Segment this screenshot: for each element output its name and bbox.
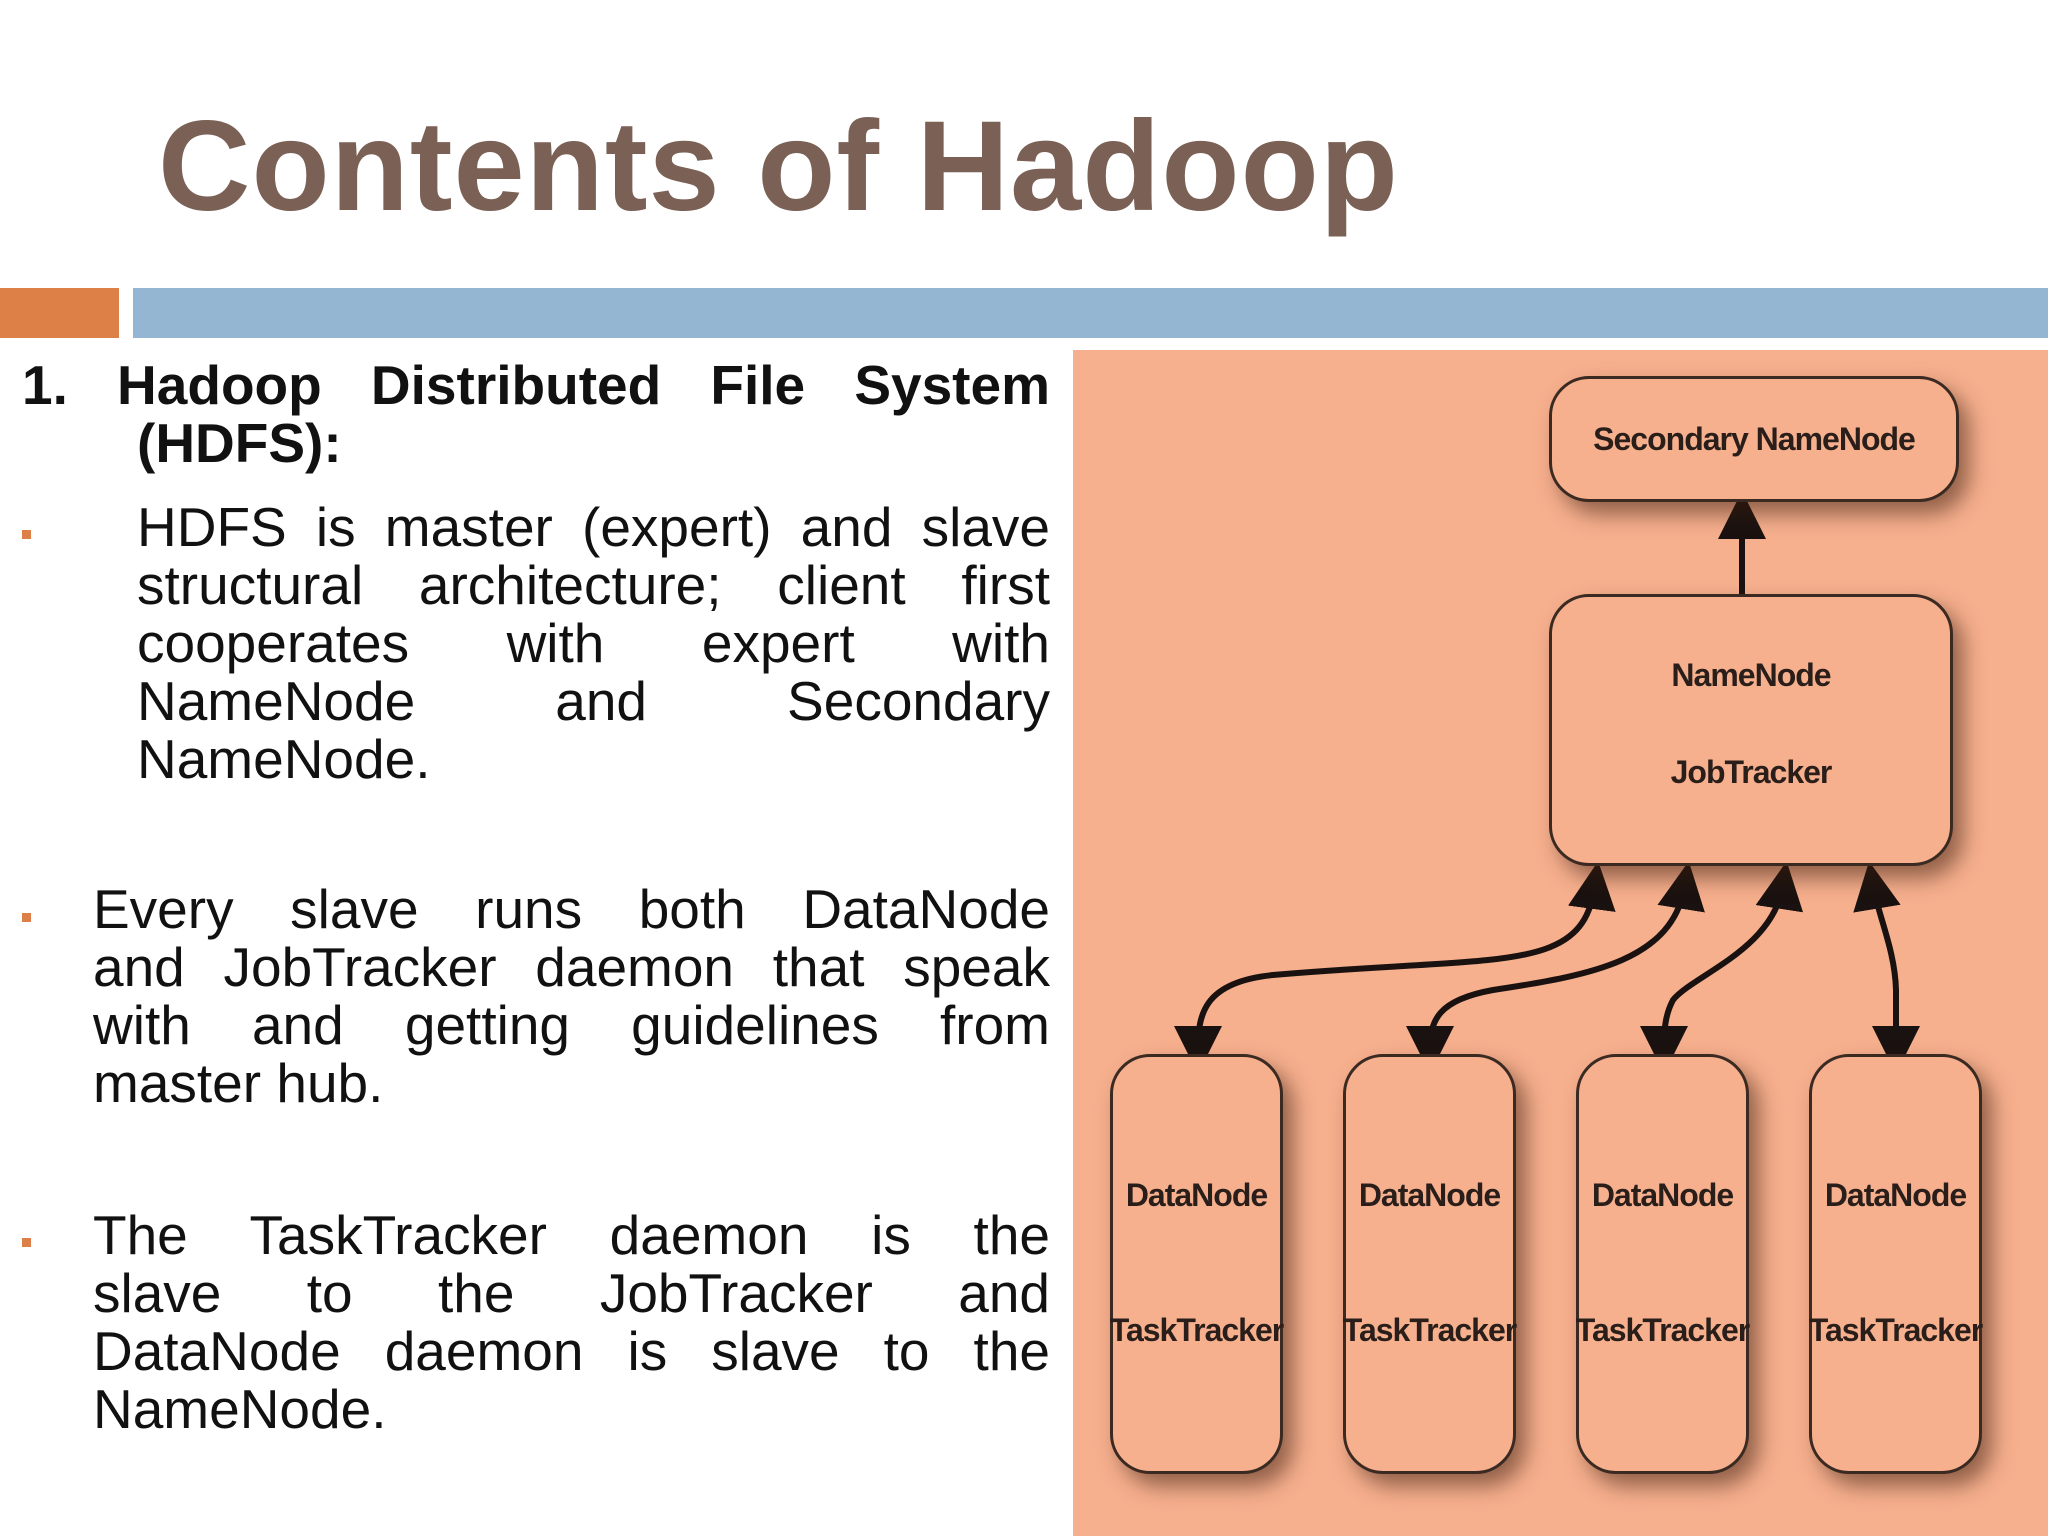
bullet-paragraph-1: HDFS is master (expert) and slave struct… [137, 498, 1050, 788]
bullet-1-line: HDFS is master (expert) and slave [137, 496, 1050, 558]
datanode-label: DataNode [1824, 1177, 1967, 1213]
tasktracker-label: TaskTracker [1575, 1312, 1750, 1348]
worker-node-2: DataNode TaskTracker [1342, 1054, 1517, 1474]
datanode-label: DataNode [1358, 1177, 1501, 1213]
bullet-paragraph-2: Every slave runs both DataNode and JobTr… [93, 880, 1050, 1112]
bullet-2-line: Every slave runs both DataNode [93, 878, 1050, 940]
bullet-3-line: NameNode. [93, 1378, 387, 1440]
namenode-to-worker-3-arrow [1640, 861, 1804, 1074]
accent-bar-orange [0, 288, 119, 338]
bullet-3-line: DataNode daemon is slave to the [93, 1320, 1050, 1382]
datanode-label: DataNode [1125, 1177, 1268, 1213]
bullet-1-line: NameNode and Secondary [137, 670, 1050, 732]
bullet-1-line: structural architecture; client first [137, 554, 1050, 616]
bullet-3-line: slave to the JobTracker and [93, 1262, 1050, 1324]
namenode-label: NameNode [1671, 657, 1831, 693]
slide-title: Contents of Hadoop [158, 95, 1399, 238]
namenode-to-worker-4-arrow [1853, 861, 1920, 1074]
bullet-marker-icon [22, 530, 31, 539]
namenode-to-worker-2-arrow [1406, 861, 1705, 1074]
tasktracker-label: TaskTracker [1109, 1312, 1284, 1348]
section-heading-continued: (HDFS): [137, 412, 342, 474]
namenode-jobtracker-box: NameNode JobTracker [1549, 594, 1953, 866]
worker-node-1: DataNode TaskTracker [1109, 1054, 1284, 1474]
tasktracker-label: TaskTracker [1342, 1312, 1517, 1348]
bullet-paragraph-3: The TaskTracker daemon is the slave to t… [93, 1206, 1050, 1438]
bullet-1-line: cooperates with expert with [137, 612, 1050, 674]
jobtracker-label: JobTracker [1670, 754, 1833, 790]
hdfs-architecture-diagram: Secondary NameNode NameNode JobTracker D… [1073, 350, 2048, 1536]
accent-bar-blue [133, 288, 2048, 338]
secondary-namenode-label: Secondary NameNode [1593, 420, 1916, 457]
bullet-marker-icon [22, 913, 31, 922]
worker-node-3: DataNode TaskTracker [1575, 1054, 1750, 1474]
bullet-1-line: NameNode. [137, 728, 431, 790]
bullet-2-line: and JobTracker daemon that speak [93, 936, 1050, 998]
tasktracker-label: TaskTracker [1808, 1312, 1983, 1348]
datanode-label: DataNode [1591, 1177, 1734, 1213]
bullet-3-line: The TaskTracker daemon is the [93, 1204, 1050, 1266]
bullet-2-line: master hub. [93, 1052, 384, 1114]
bullet-2-line: with and getting guidelines from [93, 994, 1050, 1056]
secondary-namenode-box: Secondary NameNode [1549, 376, 1959, 502]
bullet-marker-icon [22, 1238, 31, 1247]
worker-node-4: DataNode TaskTracker [1808, 1054, 1983, 1474]
namenode-to-worker-1-arrow [1174, 861, 1616, 1074]
section-heading: 1. Hadoop Distributed File System [22, 354, 1050, 416]
